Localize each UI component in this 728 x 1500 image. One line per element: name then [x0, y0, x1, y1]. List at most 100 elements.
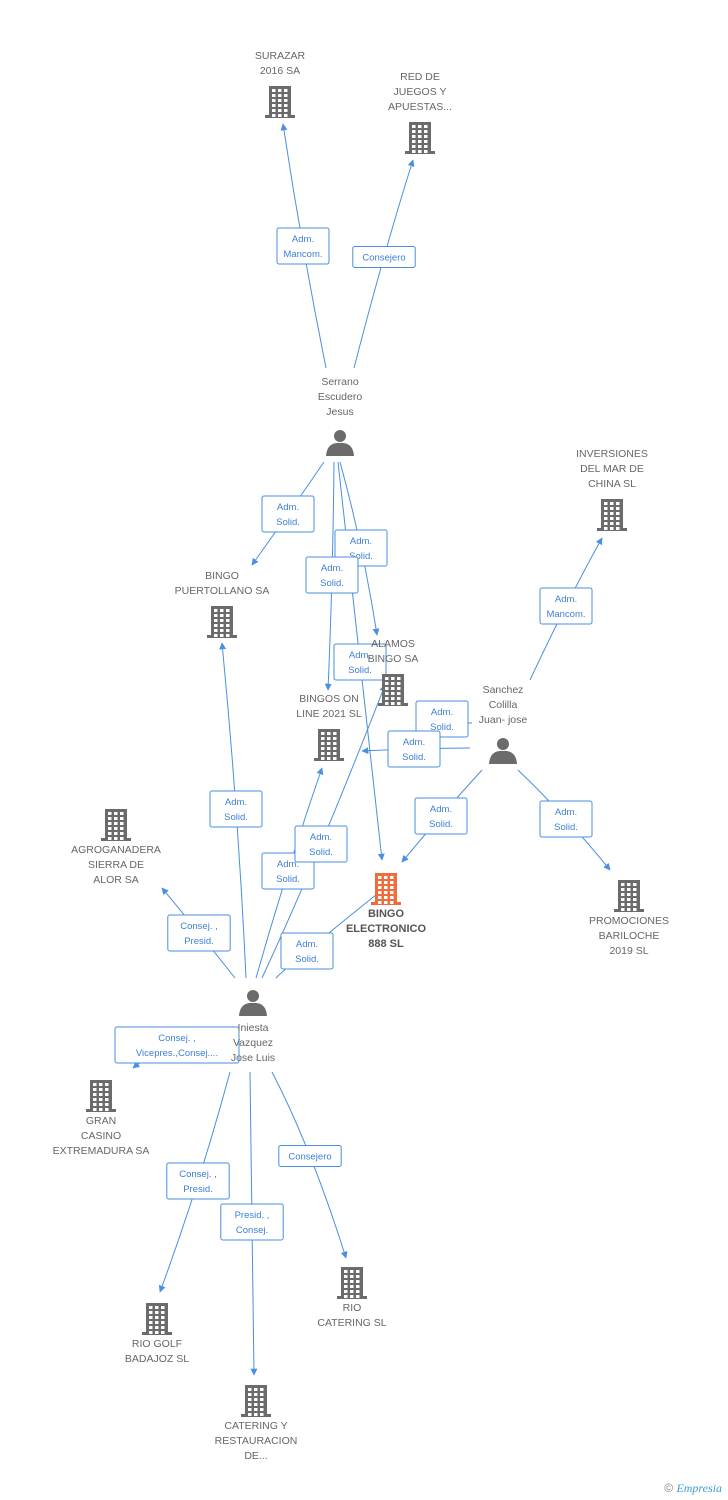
- person-icon: [489, 738, 517, 764]
- person-head: [497, 738, 509, 750]
- building-window: [93, 1108, 97, 1111]
- node-label: PUERTOLLANO SA: [175, 585, 270, 597]
- building-window: [616, 502, 620, 505]
- node-label: 2016 SA: [260, 65, 300, 77]
- node-label: 888 SL: [368, 938, 404, 950]
- node-label: RESTAURACION: [215, 1435, 298, 1447]
- edge-label-serrano-to-red[interactable]: Consejero: [352, 246, 416, 268]
- edge-label-sanchez-to-promociones[interactable]: Adm.Solid.: [539, 800, 593, 838]
- building-window: [390, 886, 394, 889]
- edge-label-box: [209, 790, 263, 828]
- building-window: [333, 752, 337, 755]
- edge-label-box: [539, 587, 593, 625]
- building-window: [390, 876, 394, 879]
- building-window: [272, 89, 276, 92]
- edge-label-serrano-to-surazar[interactable]: Adm.Mancom.: [276, 227, 330, 265]
- building-window: [633, 883, 637, 886]
- edge-label-sanchez-to-alamos[interactable]: Adm.Solid.: [415, 700, 469, 738]
- edge-label-text: Solid.: [295, 954, 319, 965]
- building-window: [397, 702, 401, 705]
- brand-name: Empresia: [676, 1481, 722, 1495]
- building-window: [321, 757, 325, 760]
- edge-label-iniesta-to-agroganadera[interactable]: Consej. ,Presid.: [167, 914, 231, 952]
- node-label: SIERRA DE: [88, 859, 144, 871]
- building-window: [350, 1285, 354, 1288]
- building-window: [155, 1316, 159, 1319]
- building-window: [385, 682, 389, 685]
- edge-label-iniesta-to-catering_rest[interactable]: Presid. ,Consej.: [220, 1203, 284, 1241]
- building-window: [604, 512, 608, 515]
- building-window: [248, 1413, 252, 1416]
- building-icon: [241, 1385, 271, 1417]
- building-window: [412, 130, 416, 133]
- building-window: [214, 614, 218, 617]
- building-window: [610, 527, 614, 530]
- building-window: [155, 1326, 159, 1329]
- building-window: [105, 1093, 109, 1096]
- edge-label-text: Adm.: [225, 797, 247, 808]
- edge-label-iniesta-to-bingo_elec[interactable]: Adm.Solid.: [280, 932, 334, 970]
- building-window: [321, 732, 325, 735]
- edge-label-box: [333, 643, 387, 681]
- building-window: [604, 527, 608, 530]
- building-window: [378, 891, 382, 894]
- edge-label-iniesta-to-alamos[interactable]: Adm.Solid.: [294, 825, 348, 863]
- building-window: [384, 876, 388, 879]
- edge-label-text: Solid.: [320, 578, 344, 589]
- building-icon: [371, 873, 401, 905]
- node-label: ELECTRONICO: [346, 923, 427, 935]
- building-window: [327, 757, 331, 760]
- building-window: [93, 1098, 97, 1101]
- edge-label-iniesta-to-rio_catering[interactable]: Consejero: [278, 1145, 342, 1167]
- building-window: [424, 145, 428, 148]
- building-window: [321, 742, 325, 745]
- edge-label-sanchez-to-bingo_elec[interactable]: Adm.Solid.: [414, 797, 468, 835]
- edge-label-iniesta-to-gran_casino[interactable]: Consej. ,Vicepres.,Consej....: [114, 1026, 240, 1064]
- building-window: [604, 502, 608, 505]
- edge-label-iniesta-to-bingo_puert[interactable]: Adm.Solid.: [209, 790, 263, 828]
- building-window: [327, 742, 331, 745]
- footer-credit[interactable]: © Empresia: [664, 1481, 722, 1496]
- edge-label-serrano-to-bingo_puert[interactable]: Adm.Solid.: [261, 495, 315, 533]
- edge-label-box: [166, 1162, 230, 1200]
- building-window: [350, 1295, 354, 1298]
- edge-label-sanchez-to-inversiones[interactable]: Adm.Mancom.: [539, 587, 593, 625]
- edge-label-serrano-to-bingo_elec[interactable]: Adm.Solid.: [333, 643, 387, 681]
- building-window: [412, 150, 416, 153]
- edge-label-sanchez-to-bingos_online[interactable]: Adm.Solid.: [387, 730, 441, 768]
- edge-label-iniesta-to-rio_golf[interactable]: Consej. ,Presid.: [166, 1162, 230, 1200]
- node-catering_rest[interactable]: CATERING YRESTAURACIONDE...: [215, 1385, 298, 1462]
- building-window: [356, 1290, 360, 1293]
- building-window: [350, 1270, 354, 1273]
- building-window: [356, 1285, 360, 1288]
- building-window: [616, 512, 620, 515]
- edge-label-text: Presid.: [183, 1184, 213, 1195]
- edge-label-serrano-to-bingos_online[interactable]: Adm.Solid.: [305, 556, 359, 594]
- building-window: [254, 1398, 258, 1401]
- edge-label-text: Mancom.: [546, 609, 585, 620]
- building-window: [254, 1408, 258, 1411]
- building-window: [226, 609, 230, 612]
- building-window: [604, 507, 608, 510]
- building-icon: [337, 1267, 367, 1299]
- building-window: [424, 150, 428, 153]
- building-window: [418, 140, 422, 143]
- building-window: [344, 1290, 348, 1293]
- building-window: [120, 822, 124, 825]
